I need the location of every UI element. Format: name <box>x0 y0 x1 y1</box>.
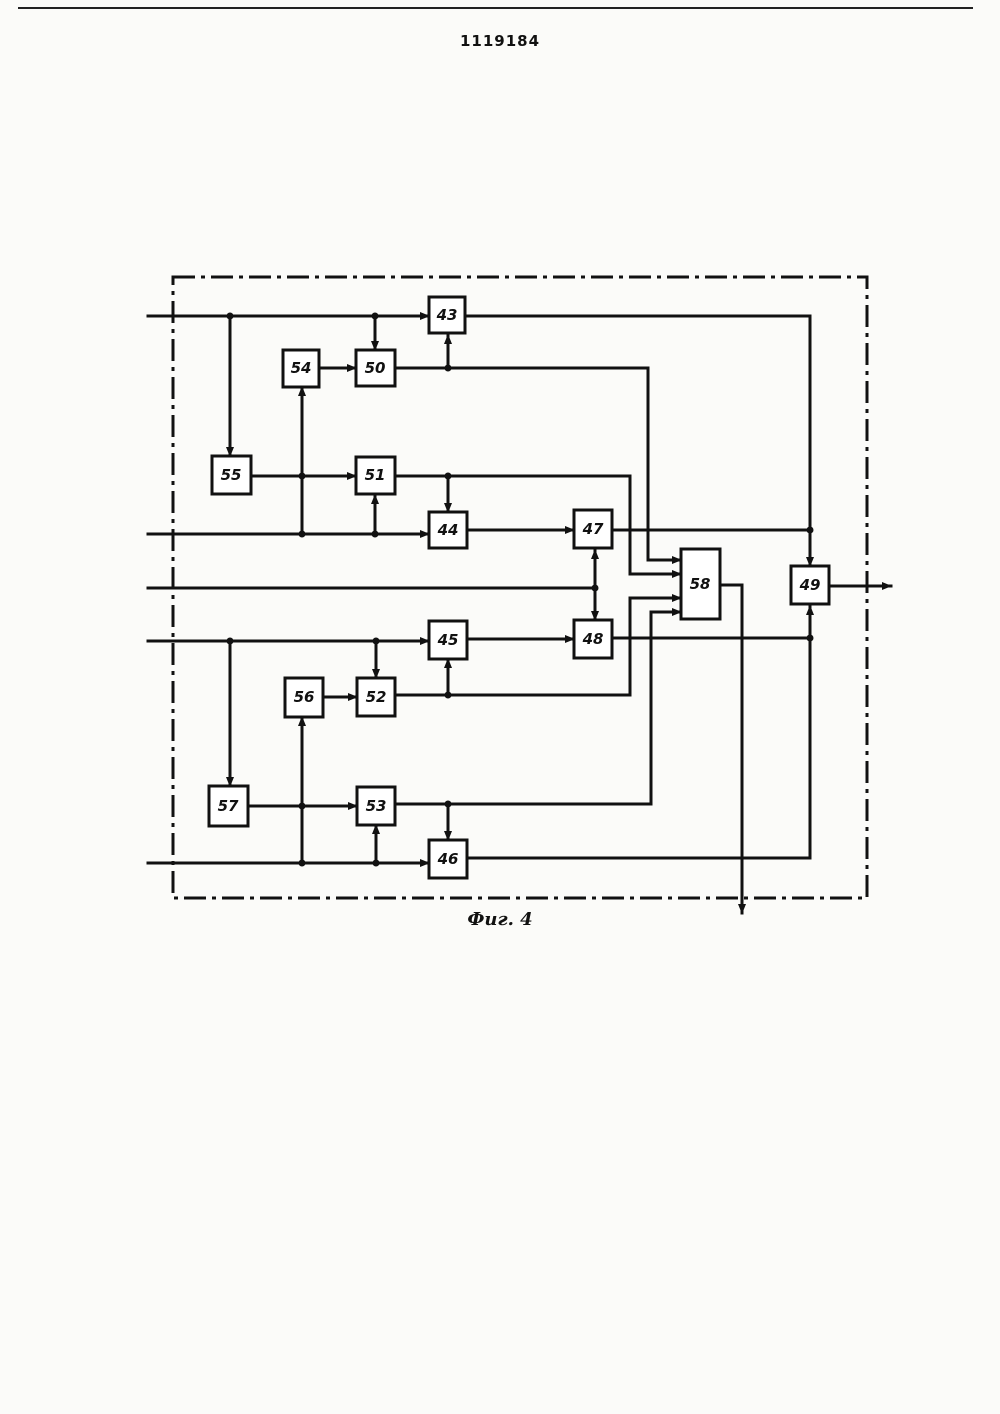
block-47: 47 <box>574 510 612 548</box>
block-48: 48 <box>574 620 612 658</box>
block-label: 53 <box>366 797 387 815</box>
block-label: 49 <box>799 576 821 594</box>
figure-caption: Фиг. 4 <box>467 909 532 930</box>
connection-wires <box>148 316 891 913</box>
block-label: 48 <box>582 630 604 648</box>
block-label: 47 <box>582 520 604 538</box>
block-label: 52 <box>366 688 387 706</box>
block-46: 46 <box>429 840 467 878</box>
block-44: 44 <box>429 512 467 548</box>
block-label: 44 <box>437 521 459 539</box>
block-label: 56 <box>294 688 315 706</box>
block-57: 57 <box>209 786 248 826</box>
block-label: 51 <box>365 466 386 484</box>
block-label: 46 <box>437 850 459 868</box>
block-52: 52 <box>357 678 395 716</box>
block-label: 54 <box>291 359 312 377</box>
block-label: 45 <box>437 631 459 649</box>
block-51: 51 <box>356 457 395 494</box>
block-49: 49 <box>791 566 829 604</box>
block-label: 43 <box>436 306 458 324</box>
block-53: 53 <box>357 787 395 825</box>
block-label: 50 <box>365 359 386 377</box>
block-55: 55 <box>212 456 251 494</box>
block-50: 50 <box>356 350 395 386</box>
block-label: 58 <box>690 575 711 593</box>
block-56: 56 <box>285 678 323 717</box>
block-45: 45 <box>429 621 467 659</box>
block-label: 55 <box>221 466 242 484</box>
block-58: 58 <box>681 549 720 619</box>
block-label: 57 <box>218 797 239 815</box>
block-54: 54 <box>283 350 319 387</box>
block-43: 43 <box>429 297 465 333</box>
